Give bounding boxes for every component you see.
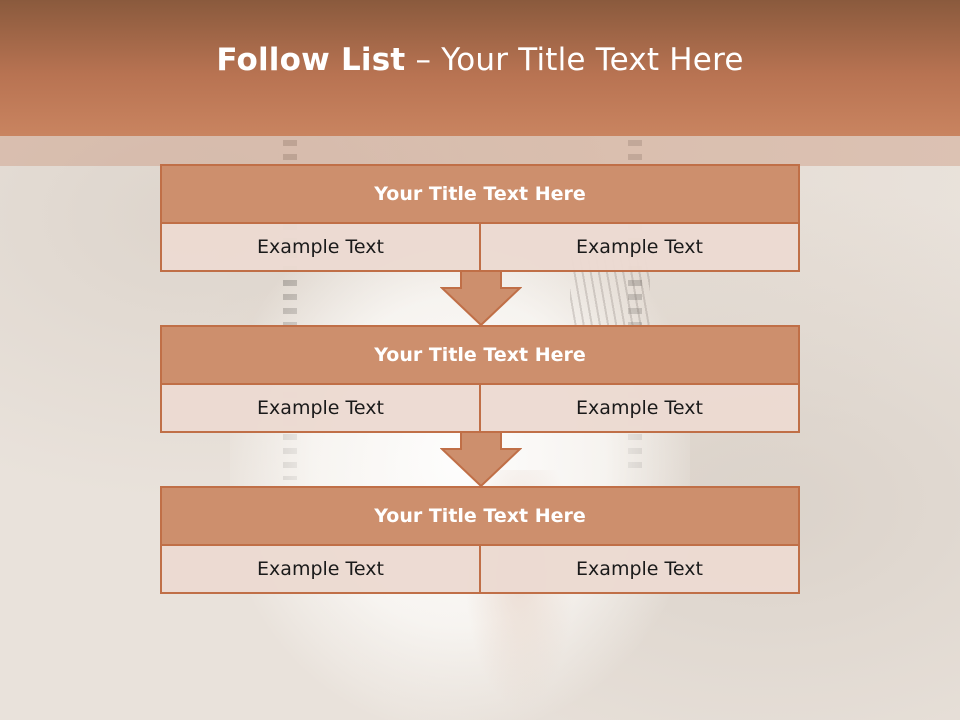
step-right-text: Example Text — [481, 224, 798, 270]
step-title: Your Title Text Here — [162, 488, 798, 546]
step-left-text: Example Text — [162, 385, 481, 431]
slide-title-bold: Follow List — [216, 42, 406, 78]
follow-list-step-2: Your Title Text Here Example Text Exampl… — [160, 325, 800, 433]
step-left-text: Example Text — [162, 224, 481, 270]
step-title: Your Title Text Here — [162, 327, 798, 385]
down-arrow-icon — [440, 270, 522, 326]
step-right-text: Example Text — [481, 546, 798, 592]
step-right-text: Example Text — [481, 385, 798, 431]
slide-title-rest: – Your Title Text Here — [405, 42, 744, 78]
down-arrow-icon — [440, 431, 522, 487]
title-sub-band — [0, 136, 960, 166]
title-band: Follow List – Your Title Text Here — [0, 0, 960, 136]
follow-list-step-3: Your Title Text Here Example Text Exampl… — [160, 486, 800, 594]
follow-list-step-1: Your Title Text Here Example Text Exampl… — [160, 164, 800, 272]
step-left-text: Example Text — [162, 546, 481, 592]
step-title: Your Title Text Here — [162, 166, 798, 224]
slide-title: Follow List – Your Title Text Here — [216, 42, 743, 78]
